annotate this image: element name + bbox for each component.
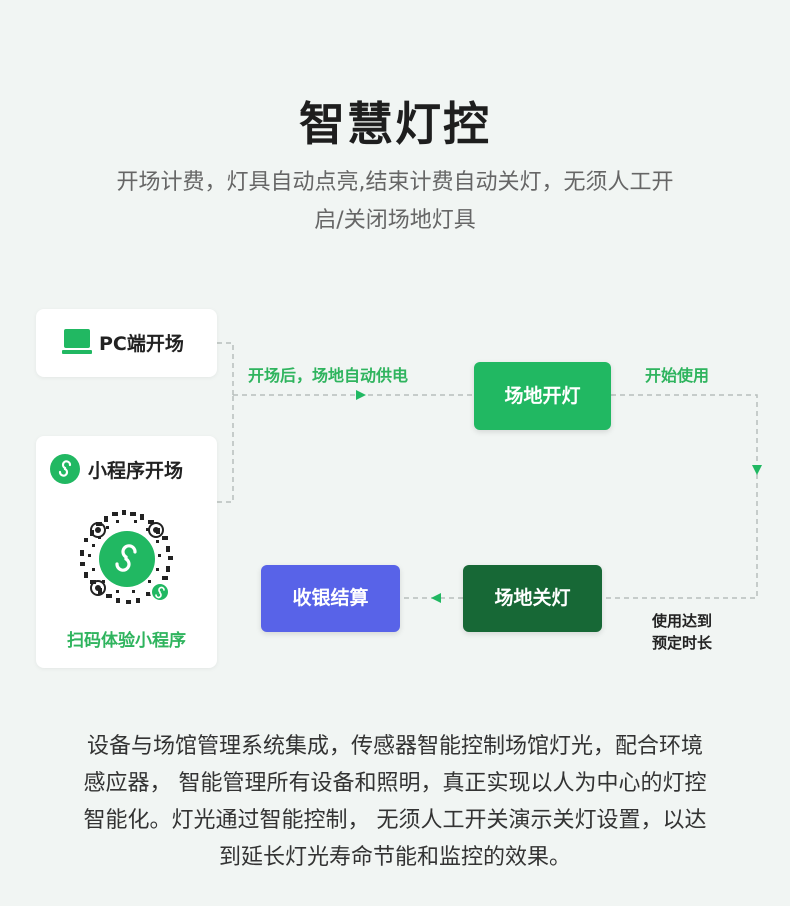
connector-on-to-off <box>602 394 758 599</box>
subtitle-line-1: 开场计费，灯具自动点亮,结束计费自动关灯，无须人工开 <box>116 170 674 195</box>
mini-program-qr-code[interactable] <box>76 508 178 610</box>
mini-program-entry-card[interactable]: 小程序开场 <box>36 436 217 668</box>
description-line-3: 智能化。灯光通过智能控制， 无须人工开关演示关灯设置，以达 <box>83 808 707 833</box>
page-title: 智慧灯控 <box>299 97 491 151</box>
feature-description: 设备与场馆管理系统集成，传感器智能控制场馆灯光，配合环境 感应器， 智能管理所有… <box>42 728 748 876</box>
start-use-label: 开始使用 <box>645 366 710 385</box>
mini-program-entry-label: 小程序开场 <box>88 460 184 482</box>
description-line-1: 设备与场馆管理系统集成，传感器智能控制场馆灯光，配合环境 <box>86 734 703 759</box>
auto-power-label: 开场后，场地自动供电 <box>248 366 409 385</box>
description-line-4: 到延长灯光寿命节能和监控的效果。 <box>218 845 571 870</box>
subtitle-line-2: 启/关闭场地灯具 <box>314 208 476 233</box>
mini-program-icon <box>50 454 80 484</box>
pc-entry-card[interactable]: PC端开场 <box>36 309 217 377</box>
connector-mini <box>217 395 234 503</box>
description-line-2: 感应器， 智能管理所有设备和照明，真正实现以人为中心的灯控 <box>83 771 707 796</box>
cashier-settlement-box: 收银结算 <box>261 565 400 632</box>
connector-pc <box>217 342 234 395</box>
time-reached-line-1: 使用达到 <box>652 612 713 630</box>
time-reached-label: 使用达到 预定时长 <box>652 610 752 654</box>
time-reached-line-2: 预定时长 <box>652 634 713 652</box>
arrow-right-icon <box>356 390 366 400</box>
arrow-down-icon <box>752 465 762 475</box>
venue-lights-on-box: 场地开灯 <box>474 362 611 430</box>
venue-lights-off-box: 场地关灯 <box>463 565 602 632</box>
pc-entry-label: PC端开场 <box>99 333 184 355</box>
scan-qr-label: 扫码体验小程序 <box>67 631 186 651</box>
page-subtitle: 开场计费，灯具自动点亮,结束计费自动关灯，无须人工开 启/关闭场地灯具 <box>70 164 720 240</box>
arrow-left-icon <box>431 593 441 603</box>
laptop-icon <box>62 329 92 354</box>
